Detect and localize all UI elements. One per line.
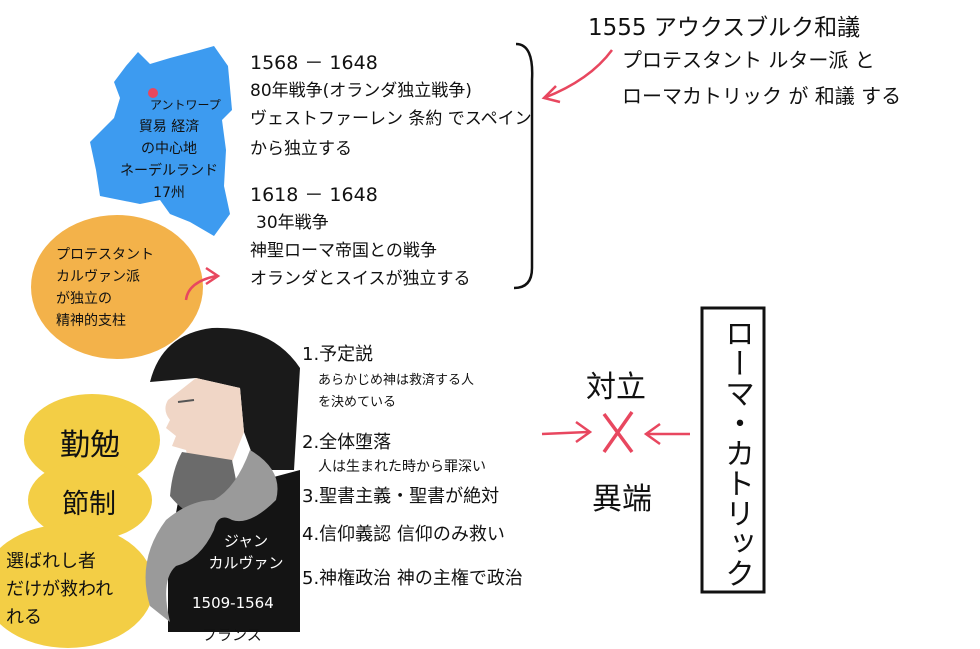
wars-bracket bbox=[513, 42, 534, 290]
calvinism-text: プロテスタント カルヴァン派 が独立の 精神的支柱 bbox=[56, 247, 154, 329]
virtue-diligence: 勤勉 bbox=[60, 428, 120, 463]
doctrine-1-title: 1.予定説 bbox=[302, 344, 374, 365]
peace-line-2: ローマカトリック が 和議 する bbox=[622, 84, 902, 108]
war80-title: 80年戦争(オランダ独立戦争) bbox=[250, 81, 472, 101]
left-conflict-arrow bbox=[541, 430, 589, 436]
war80-line-2: から独立する bbox=[250, 139, 352, 159]
war30-title: 30年戦争 bbox=[256, 213, 329, 233]
calvinism-circle bbox=[31, 215, 203, 359]
catholic-label: ローマ・カトリック bbox=[719, 318, 754, 588]
war30-line-2: オランダとスイスが独立する bbox=[250, 269, 471, 289]
virtue-circle-3 bbox=[0, 524, 154, 648]
calvin-name: ジャン カルヴァン bbox=[208, 532, 284, 572]
doctrine-4-title: 4.信仰義認 信仰のみ救い bbox=[302, 524, 505, 545]
conflict-x-mark bbox=[602, 410, 634, 454]
doctrine-2-detail: 人は生まれた時から罪深い bbox=[318, 459, 486, 475]
virtue-circle-1 bbox=[24, 394, 160, 486]
antwerp-pin bbox=[148, 88, 158, 98]
peace-arrow bbox=[543, 49, 614, 100]
war80-years: 1568 － 1648 bbox=[250, 52, 378, 74]
doctrine-1-detail: あらかじめ神は救済する人 を決めている bbox=[318, 373, 475, 410]
virtue-elect: 選ばれし者 だけが救われ れる bbox=[6, 551, 114, 628]
doctrine-5-title: 5.神権政治 神の主権で政治 bbox=[302, 568, 523, 589]
netherlands-text: 貿易 経済 の中心地 ネーデルランド 17州 bbox=[120, 119, 218, 201]
heresy-label: 異端 bbox=[592, 482, 652, 517]
war30-years: 1618 － 1648 bbox=[250, 184, 378, 206]
conflict-label: 対立 bbox=[586, 370, 646, 405]
peace-title: 1555 アウクスブルク和議 bbox=[588, 15, 861, 41]
doctrine-2-title: 2.全体堕落 bbox=[302, 432, 392, 453]
war80-line-1: ヴェストファーレン 条約 でスペイン bbox=[250, 109, 532, 129]
doctrine-3-title: 3.聖書主義・聖書が絶対 bbox=[302, 486, 500, 507]
peace-line-1: プロテスタント ルター派 と bbox=[622, 48, 875, 72]
calvin-country: フランス bbox=[202, 626, 262, 644]
war30-line-1: 神聖ローマ帝国との戦争 bbox=[250, 241, 437, 261]
calvinism-arrow bbox=[184, 274, 217, 301]
virtue-temperance: 節制 bbox=[62, 489, 116, 520]
netherlands-map bbox=[90, 46, 232, 236]
virtue-circle-2 bbox=[28, 460, 152, 540]
calvin-dates: 1509-1564 bbox=[192, 594, 274, 612]
catholic-box bbox=[700, 306, 766, 594]
calvin-portrait bbox=[145, 327, 300, 632]
antwerp-label: アントワープ bbox=[150, 98, 221, 112]
